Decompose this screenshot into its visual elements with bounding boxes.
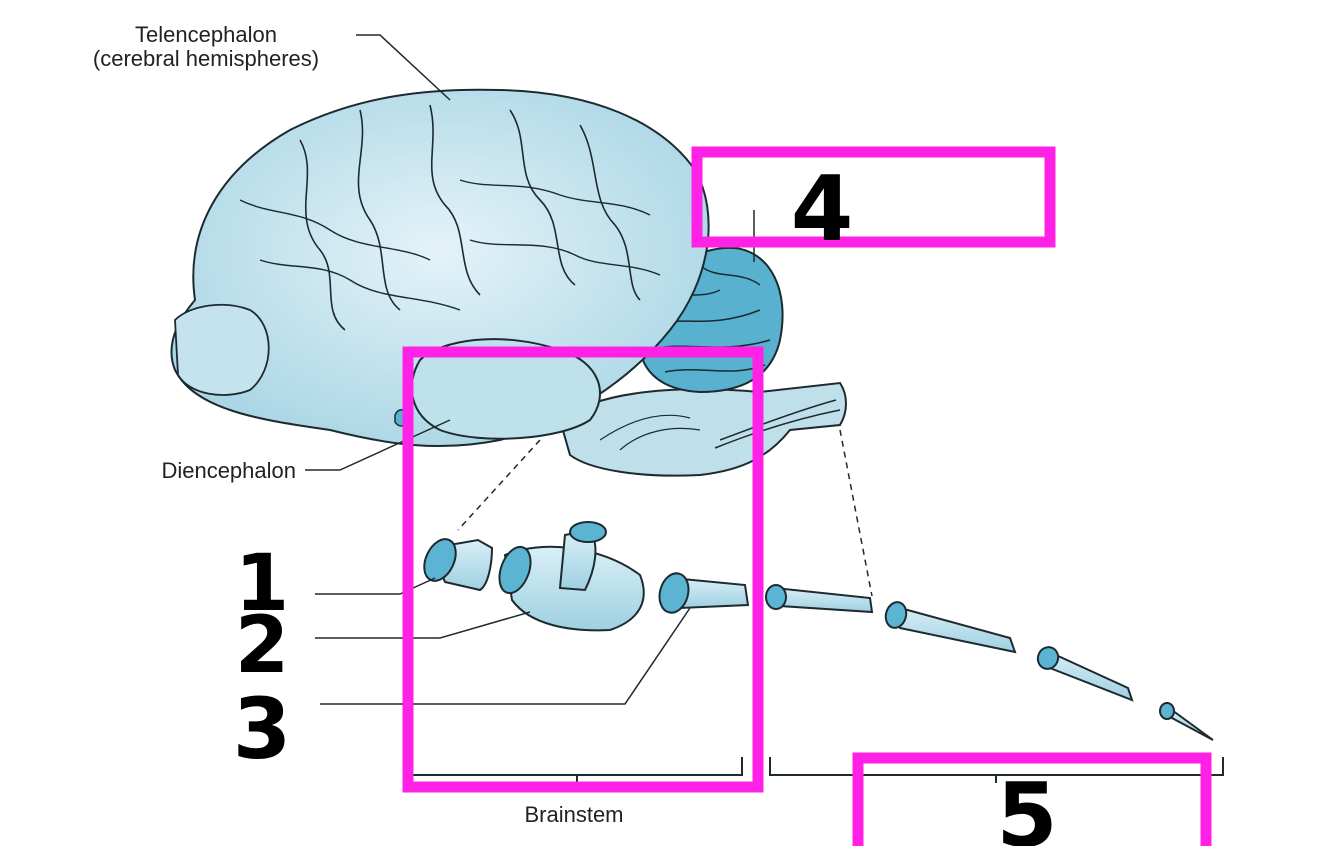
answer-box-4 <box>697 152 1050 242</box>
handwritten-number-2: 2 <box>235 601 289 691</box>
medulla-segment <box>655 570 748 616</box>
diencephalon-label: Diencephalon <box>161 458 296 483</box>
spinal-cord-segments <box>418 522 1213 740</box>
handwritten-number-4: 4 <box>791 157 854 262</box>
cerebral-hemispheres-label: (cerebral hemispheres) <box>93 46 319 71</box>
brainstem-bracket <box>412 757 742 783</box>
telencephalon-label: Telencephalon <box>135 22 277 47</box>
brainstem-illustration <box>560 383 846 476</box>
pons-segment <box>494 522 644 630</box>
handwritten-number-3: 3 <box>233 680 291 778</box>
lumbar-segment <box>1035 644 1132 700</box>
cervical-segment <box>766 585 872 612</box>
midbrain-segment <box>418 534 492 590</box>
cerebral-hemisphere-illustration <box>172 90 709 446</box>
handwritten-number-5: 5 <box>996 764 1057 846</box>
brainstem-label: Brainstem <box>524 802 623 827</box>
thoracic-segment <box>883 600 1015 652</box>
sacral-segment <box>1160 703 1213 740</box>
